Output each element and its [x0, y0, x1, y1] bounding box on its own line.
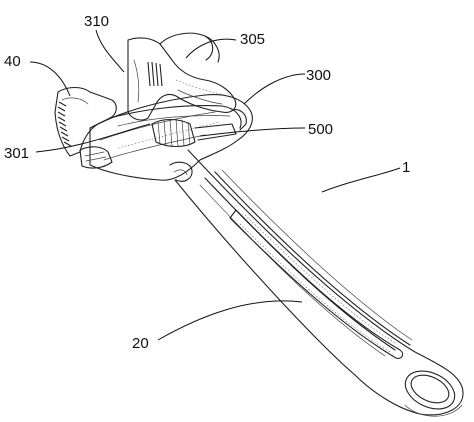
movable-jaw-teeth	[147, 61, 163, 87]
leader-300	[243, 73, 306, 105]
reference-numerals: 310 40 305 300 301 500 1 20	[4, 13, 410, 352]
leader-500	[199, 127, 306, 137]
label-40: 40	[4, 53, 21, 70]
label-1: 1	[402, 159, 410, 176]
label-301: 301	[4, 145, 29, 162]
label-310: 310	[84, 13, 109, 30]
label-20: 20	[132, 335, 149, 352]
leader-20	[157, 300, 303, 341]
leader-301	[35, 123, 151, 153]
leader-40	[29, 61, 71, 97]
leader-310	[95, 29, 125, 73]
worm-screw	[151, 118, 237, 148]
leader-305	[185, 38, 237, 59]
label-305: 305	[240, 31, 265, 48]
label-300: 300	[306, 67, 331, 84]
leader-lines	[29, 29, 401, 341]
movable-jaw	[109, 32, 247, 131]
wrench-handle	[174, 149, 464, 417]
label-500: 500	[308, 121, 333, 138]
leader-1	[321, 167, 401, 193]
wrench-head	[89, 94, 253, 182]
fixed-jaw-teeth	[57, 101, 72, 147]
fixed-jaw	[54, 86, 117, 169]
